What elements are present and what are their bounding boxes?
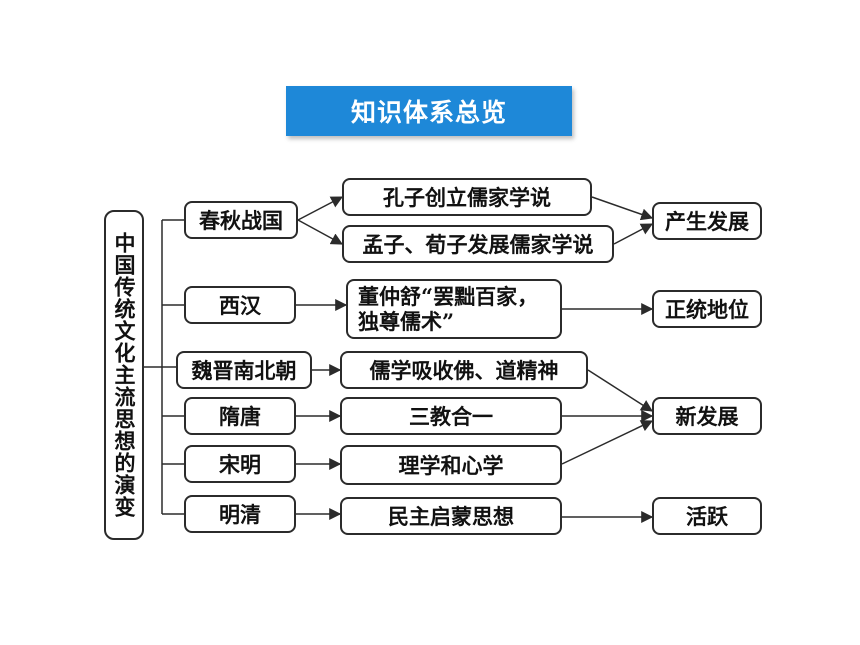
event-label: 三教合一: [409, 404, 493, 429]
event-label-line1: 董仲舒“罢黜百家，: [358, 284, 539, 309]
period-label: 魏晋南北朝: [191, 358, 297, 383]
event-label-line2: 独尊儒术”: [358, 309, 455, 334]
event-confucianism-buddhism-taoism: 儒学吸收佛、道精神: [340, 351, 588, 389]
period-suitang: 隋唐: [184, 397, 296, 435]
event-label: 儒学吸收佛、道精神: [369, 358, 559, 383]
period-songming: 宋明: [184, 445, 296, 483]
period-label: 明清: [219, 502, 261, 527]
result-label: 正统地位: [665, 297, 749, 322]
event-neo-confucianism: 理学和心学: [340, 445, 562, 485]
result-label: 活跃: [686, 504, 728, 529]
period-label: 隋唐: [219, 404, 261, 429]
result-emergence: 产生发展: [652, 202, 762, 240]
event-mencius-xunzi: 孟子、荀子发展儒家学说: [342, 225, 614, 263]
result-label: 产生发展: [665, 209, 749, 234]
result-orthodox: 正统地位: [652, 290, 762, 328]
event-label: 民主启蒙思想: [388, 504, 514, 529]
period-xihan: 西汉: [184, 286, 296, 324]
period-mingqing: 明清: [184, 495, 296, 533]
diagram-title: 知识体系总览: [286, 86, 572, 136]
period-weijin-nanbeichao: 魏晋南北朝: [176, 351, 312, 389]
result-new-development: 新发展: [652, 397, 762, 435]
event-label: 孔子创立儒家学说: [383, 185, 551, 210]
event-three-teachings: 三教合一: [340, 397, 562, 435]
period-label: 西汉: [219, 293, 261, 318]
period-chunqiu-zhanguo: 春秋战国: [184, 201, 298, 239]
event-label: 理学和心学: [398, 453, 504, 478]
period-label: 宋明: [219, 452, 261, 477]
result-active: 活跃: [652, 497, 762, 535]
event-label: 孟子、荀子发展儒家学说: [362, 232, 594, 257]
root-topic-label: 中国传统文化主流思想的演变: [112, 232, 137, 518]
result-label: 新发展: [675, 404, 739, 429]
event-confucius: 孔子创立儒家学说: [342, 178, 592, 216]
event-dong-zhongshu: 董仲舒“罢黜百家， 独尊儒术”: [346, 279, 562, 339]
period-label: 春秋战国: [199, 208, 283, 233]
root-topic-box: 中国传统文化主流思想的演变: [104, 210, 144, 540]
event-enlightenment: 民主启蒙思想: [340, 497, 562, 535]
